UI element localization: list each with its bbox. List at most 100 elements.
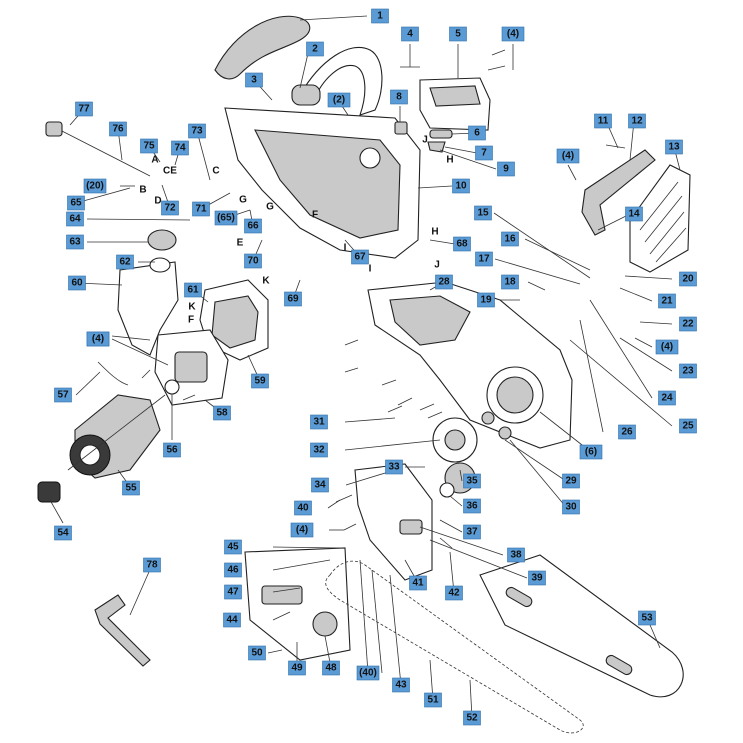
callout-number: 47 — [227, 587, 239, 598]
callout-box — [655, 339, 679, 355]
letter-marker-lD: D — [154, 196, 161, 207]
callout-c18: 18 — [501, 274, 519, 290]
armature-commutator — [69, 434, 111, 476]
callout-box — [163, 442, 181, 458]
callout-box — [224, 562, 242, 578]
letter-marker-lK1: K — [262, 276, 270, 287]
callout-c14: 14 — [625, 206, 643, 222]
callout-c19: 19 — [477, 292, 495, 308]
callout-number: 42 — [448, 588, 460, 599]
callout-c40b: (40) — [356, 665, 380, 681]
callout-number: 31 — [313, 417, 325, 428]
callout-c39: 39 — [528, 570, 546, 586]
letter-marker-lJ1: J — [422, 135, 428, 146]
parts-illustration — [37, 15, 691, 734]
callout-box — [109, 121, 127, 137]
callout-number: 58 — [216, 408, 228, 419]
callout-number: 69 — [287, 294, 299, 305]
callout-box — [594, 113, 612, 129]
callout-c43: 43 — [392, 677, 410, 693]
sprocket-hub — [439, 482, 455, 498]
letter-marker-lA: A — [151, 155, 158, 166]
callout-number: 56 — [166, 445, 178, 456]
callout-box — [507, 547, 525, 563]
callout-box — [638, 610, 656, 626]
callout-number: (2) — [333, 95, 345, 106]
callout-c4g: (4) — [86, 331, 110, 347]
drive-gear-hub — [444, 429, 466, 451]
callout-number: 70 — [247, 256, 259, 267]
callout-number: 41 — [412, 578, 424, 589]
callout-c37: 37 — [463, 524, 481, 540]
callout-number: (4) — [661, 342, 673, 353]
switch-cover-inner — [429, 85, 481, 107]
callout-box — [679, 316, 697, 332]
oil-tank-lever — [581, 149, 656, 236]
callout-c48: 48 — [322, 660, 340, 676]
callout-box — [445, 585, 463, 601]
power-plug — [45, 121, 63, 137]
motor-stator-inner — [211, 295, 259, 349]
callout-number: (4) — [562, 151, 574, 162]
callout-number: 11 — [598, 116, 609, 127]
callout-c77: 77 — [75, 101, 93, 117]
callout-number: 7 — [481, 148, 487, 159]
callout-box — [424, 692, 442, 708]
callout-c59: 59 — [251, 373, 269, 389]
callout-number: (4) — [507, 29, 519, 40]
letter-marker-lH1: H — [446, 155, 453, 166]
callout-number: 48 — [325, 663, 337, 674]
callout-box — [625, 206, 643, 222]
callout-box — [244, 218, 262, 234]
callout-box — [679, 271, 697, 287]
callout-c6b: (6) — [579, 444, 603, 460]
callout-box — [463, 524, 481, 540]
callout-number: 38 — [510, 550, 522, 561]
callout-c53: 53 — [638, 610, 656, 626]
callout-number: 74 — [174, 143, 186, 154]
callout-box — [356, 665, 380, 681]
callout-number: 63 — [69, 237, 81, 248]
callout-number: 23 — [682, 366, 694, 377]
callout-c55: 55 — [122, 480, 140, 496]
callout-number: (6) — [585, 447, 597, 458]
callout-box — [385, 459, 403, 475]
callout-c30: 30 — [562, 499, 580, 515]
callout-box — [311, 477, 329, 493]
callout-c4c: (4) — [556, 148, 580, 164]
callout-number: 37 — [466, 527, 478, 538]
callout-number: 24 — [661, 393, 673, 404]
callout-c31: 31 — [310, 414, 328, 430]
callout-c29: 29 — [562, 473, 580, 489]
callout-c5: 5 — [449, 26, 467, 42]
switch-button-8 — [394, 121, 408, 135]
callout-box — [468, 125, 486, 141]
callout-number: 1 — [377, 11, 383, 22]
callout-c40: 40 — [294, 500, 312, 516]
callout-c8: 8 — [390, 89, 408, 105]
callout-number: 44 — [226, 615, 238, 626]
callout-c33: 33 — [385, 459, 403, 475]
callout-box — [658, 390, 676, 406]
callout-c41: 41 — [409, 575, 427, 591]
callout-number: 71 — [195, 204, 207, 215]
callout-box — [409, 575, 427, 591]
brake-guard — [629, 164, 691, 273]
callout-number: 35 — [466, 476, 478, 487]
callout-number: 5 — [455, 29, 461, 40]
carbon-brush — [37, 481, 61, 503]
callout-number: 59 — [254, 376, 266, 387]
callout-box — [122, 480, 140, 496]
callout-box — [188, 123, 206, 139]
cap-63 — [147, 229, 177, 251]
callout-number: 40 — [297, 503, 309, 514]
callout-box — [475, 251, 493, 267]
callout-number: 15 — [477, 208, 489, 219]
callout-number: 39 — [531, 573, 543, 584]
callout-c75: 75 — [140, 138, 158, 154]
callout-c72: 72 — [161, 200, 179, 216]
callout-number: 65 — [70, 198, 82, 209]
callout-c23: 23 — [679, 363, 697, 379]
callout-box — [161, 200, 179, 216]
callout-c50: 50 — [248, 645, 266, 661]
